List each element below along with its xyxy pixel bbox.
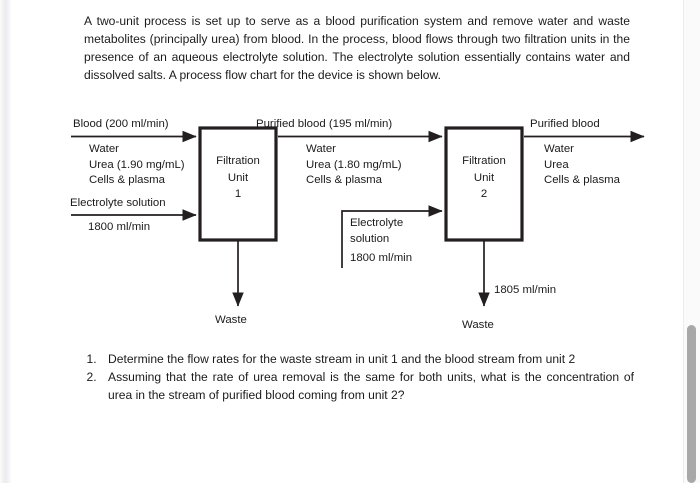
vertical-scrollbar[interactable] [683,0,700,483]
filtration-unit-1-label: Filtration Unit 1 [200,153,276,203]
unit-2-line-1: Filtration [462,155,506,167]
question-item-2: Assuming that the rate of urea removal i… [100,368,634,404]
flowchart-lines [71,126,645,307]
mid-electrolyte-arrow [341,205,443,268]
waste-2-rate: 1805 ml/min [494,284,557,296]
mid-electrolyte-line-3: 1800 ml/min [350,252,413,265]
scrollbar-thumb[interactable] [687,325,696,483]
unit-2-line-2: Unit [473,171,495,184]
blood-feed-title: Blood (200 ml/min) [73,118,169,130]
electrolyte-feed-rate: 1800 ml/min [88,221,151,233]
mid-blood-title: Purified blood (195 ml/min) [256,118,393,130]
mid-electrolyte-line-1: Electrolyte [350,217,404,229]
waste-1-label: Waste [215,314,247,326]
unit-2-line-3: 2 [480,188,488,200]
product-blood-component-1: Water [544,143,574,155]
mid-blood-component-2: Urea (1.80 mg/mL) [306,158,402,171]
product-blood-components: Water Urea Cells & plasma [544,142,620,189]
process-flow-chart: Filtration Unit 1 Filtration Unit 2 Bloo… [12,108,683,343]
filtration-unit-2-box [444,126,524,242]
electrolyte-feed-title: Electrolyte solution [70,197,166,209]
unit-1-line-3: 1 [234,188,242,200]
filtration-unit-2-label: Filtration Unit 2 [446,153,522,203]
question-item-1: Determine the flow rates for the waste s… [100,350,634,368]
blood-feed-component-3: Cells & plasma [89,174,165,187]
mid-blood-component-3: Cells & plasma [306,174,382,187]
page-left-gutter [0,0,12,483]
waste-2-label: Waste [462,319,494,331]
questions-list: Determine the flow rates for the waste s… [74,350,634,405]
product-blood-title: Purified blood [530,118,600,130]
intro-paragraph: A two-unit process is set up to serve as… [84,14,630,83]
unit-1-line-1: Filtration [216,155,260,167]
unit-1-line-2: Unit [227,171,249,184]
mid-blood-component-1: Water [306,143,336,155]
product-blood-component-2: Urea [544,158,569,171]
blood-feed-component-1: Water [89,143,119,155]
mid-blood-components: Water Urea (1.80 mg/mL) Cells & plasma [306,142,402,189]
filtration-unit-1-box [198,126,278,242]
mid-electrolyte-line-2: solution [350,232,390,245]
blood-feed-components: Water Urea (1.90 mg/mL) Cells & plasma [89,142,185,189]
document-page: A two-unit process is set up to serve as… [12,0,683,483]
blood-feed-component-2: Urea (1.90 mg/mL) [89,158,185,171]
mid-electrolyte-label: Electrolyte solution 1800 ml/min [350,216,412,267]
product-blood-component-3: Cells & plasma [544,174,620,187]
